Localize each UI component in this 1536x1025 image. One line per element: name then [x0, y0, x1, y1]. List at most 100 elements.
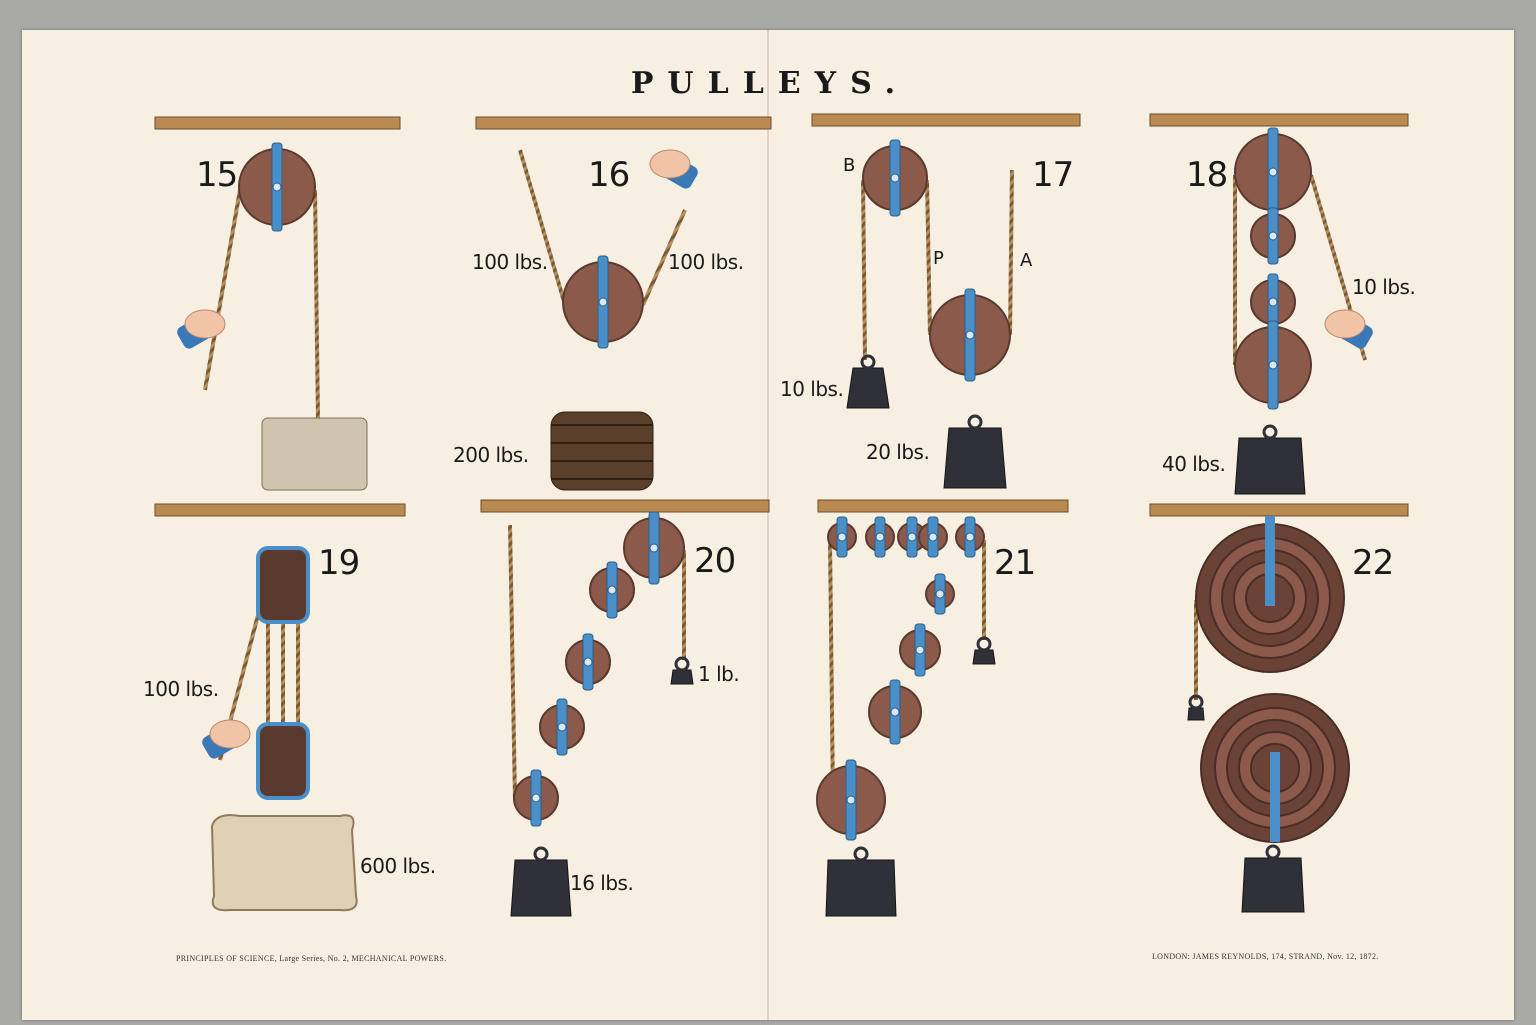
figure-18-load: 40 lbs. [1162, 452, 1226, 476]
wooden-beam-1 [154, 116, 401, 130]
figure-21-number: 21 [994, 543, 1036, 583]
weight-ring-18 [1262, 424, 1278, 440]
weight-ring-21large [853, 846, 869, 862]
wooden-beam-2 [475, 116, 772, 130]
figure-17-small-weight: 10 lbs. [780, 377, 844, 401]
hand-16 [649, 149, 691, 179]
figure-17-number: 17 [1032, 155, 1074, 195]
rope-17c [1008, 169, 1014, 336]
iron-weight-17large [943, 427, 1007, 489]
iron-weight-22small [1187, 707, 1205, 721]
barrel [550, 411, 654, 491]
pulley-axle-20-2 [583, 657, 593, 667]
weight-ring-22large [1265, 844, 1281, 860]
footer-publisher: LONDON: JAMES REYNOLDS, 174, STRAND, Nov… [1152, 952, 1379, 961]
pulley-axle-21t-3 [928, 532, 938, 542]
pulley-axle-21-2 [915, 645, 925, 655]
pulley-axle-21t-4 [965, 532, 975, 542]
wooden-beams [154, 113, 1409, 517]
pulley-block-upper [256, 546, 310, 624]
pulley-axle-21t-2 [907, 532, 917, 542]
pulleys [238, 127, 1350, 843]
pulley-axle-21t-1 [875, 532, 885, 542]
hand-15 [184, 309, 226, 339]
pulley-axle-20-0 [649, 543, 659, 553]
wooden-beam-3 [811, 113, 1081, 127]
pulley-axle-18a [1268, 167, 1278, 177]
parcel-bundle [261, 417, 368, 491]
figure-16-right-force: 100 lbs. [668, 250, 744, 274]
footer-series: PRINCIPLES OF SCIENCE, Large Series, No.… [176, 954, 447, 963]
rope-16b [641, 209, 687, 306]
pulley-block-lower [256, 722, 310, 800]
figure-16-load: 200 lbs. [453, 443, 529, 467]
figure-22-number: 22 [1352, 543, 1394, 583]
plate-title: PULLEYS. [630, 66, 910, 101]
wooden-beam-8 [1149, 503, 1409, 517]
pulley-axle-21-1 [890, 707, 900, 717]
weight-ring-20large [533, 846, 549, 862]
weight-ring-17small [860, 354, 876, 370]
ropes [203, 149, 1367, 801]
pulley-axle-15 [272, 182, 282, 192]
pulley-axle-20-3 [557, 722, 567, 732]
pulley-axle-20-1 [607, 585, 617, 595]
rope-20a [508, 524, 517, 801]
iron-weight-22large [1241, 857, 1305, 913]
iron-weight-20small [670, 669, 694, 685]
hand-19 [209, 719, 251, 749]
figure-15-number: 15 [196, 155, 238, 195]
figure-19-force: 100 lbs. [143, 677, 219, 701]
wooden-beam-5 [154, 503, 406, 517]
weights [210, 354, 1306, 917]
pulley-axle-18b [1268, 231, 1278, 241]
compound-bracket-lower [1270, 752, 1280, 842]
pulley-axle-18d [1268, 360, 1278, 370]
figure-18-force: 10 lbs. [1352, 275, 1416, 299]
rope-15a [203, 189, 242, 391]
figure-17-letter-b: B [843, 155, 856, 176]
hand-18 [1324, 309, 1366, 339]
rope-21a [828, 539, 835, 801]
iron-weight-20large [510, 859, 572, 917]
wooden-beam-7 [817, 499, 1069, 513]
figure-17-letter-a: A [1020, 250, 1033, 271]
rope-17b [925, 179, 932, 336]
figure-17-large-weight: 20 lbs. [866, 440, 930, 464]
pulley-axle-18c [1268, 297, 1278, 307]
center-fold [767, 30, 769, 1020]
pulley-axle-17a [890, 173, 900, 183]
pulley-axle-21-3 [935, 589, 945, 599]
figure-19-number: 19 [318, 543, 360, 583]
figure-17-letter-p: P [933, 248, 944, 269]
weight-ring-17large [967, 414, 983, 430]
figure-18-number: 18 [1186, 155, 1228, 195]
pulley-axle-20-4 [531, 793, 541, 803]
figure-20-number: 20 [694, 541, 736, 581]
figure-16-left-force: 100 lbs. [472, 250, 548, 274]
figure-19-load: 600 lbs. [360, 854, 436, 878]
figure-16-number: 16 [588, 155, 630, 195]
iron-weight-18 [1234, 437, 1306, 495]
figure-20-load: 16 lbs. [570, 871, 634, 895]
wooden-beam-4 [1149, 113, 1409, 127]
iron-weight-17small [846, 367, 890, 409]
wooden-beam-6 [480, 499, 770, 513]
weight-ring-20small [674, 656, 690, 672]
figure-20-small-weight: 1 lb. [698, 662, 740, 686]
sack [210, 814, 358, 912]
pulley-axle-16 [598, 297, 608, 307]
pulley-axle-17b [965, 330, 975, 340]
rope-15b [313, 189, 320, 421]
rope-16a [518, 149, 567, 306]
iron-weight-21large [825, 859, 897, 917]
iron-weight-21small [972, 649, 996, 665]
pulley-axle-21t-0 [837, 532, 847, 542]
rope-17a [861, 179, 867, 361]
weight-ring-21small [976, 636, 992, 652]
pulley-axle-21-0 [846, 795, 856, 805]
compound-bracket-upper [1265, 516, 1275, 606]
weight-ring-22small [1188, 694, 1204, 710]
